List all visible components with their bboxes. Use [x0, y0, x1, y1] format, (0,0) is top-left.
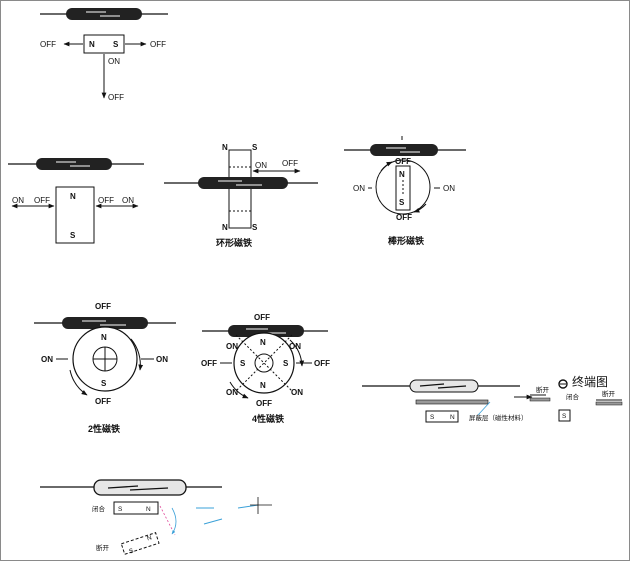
four-on-left: ON	[226, 342, 238, 351]
bar-magnet-figure: N S OFF OFF ON ON 棒形磁铁	[344, 136, 466, 246]
off-right: OFF	[98, 196, 114, 205]
four-off-top: OFF	[254, 313, 270, 322]
four-off-bottom: OFF	[256, 399, 272, 408]
bottom-open: 断开	[96, 543, 110, 552]
on-right: ON	[122, 196, 134, 205]
two-caption: 2性磁铁	[88, 423, 120, 434]
off-left: OFF	[34, 196, 50, 205]
magnet-s: S	[70, 231, 76, 240]
two-pole-magnet-figure: OFF N S ON ON OFF 2性磁铁	[34, 302, 176, 434]
bottom-n: N	[146, 506, 151, 513]
bottom-magnet	[113, 501, 159, 515]
bottom-close: 闭合	[92, 504, 106, 513]
four-on-bottom-right: ON	[291, 388, 303, 397]
bar-on-right: ON	[443, 184, 455, 193]
reed-switch	[8, 158, 144, 170]
four-off-right: OFF	[314, 359, 330, 368]
bar-s: S	[399, 198, 405, 207]
shield-close: 闭合	[566, 392, 580, 401]
ring-s-top: S	[252, 143, 258, 152]
shield-layer-label: 屏蔽层（磁性材料）	[469, 413, 528, 422]
shield-title: 终端图	[572, 374, 608, 389]
four-n-bottom: N	[260, 381, 266, 390]
four-n-top: N	[260, 338, 266, 347]
off-left: OFF	[40, 40, 56, 49]
two-off-top: OFF	[95, 302, 111, 311]
reed-switch	[344, 136, 466, 156]
four-s-left: S	[240, 359, 246, 368]
magnet-s: S	[113, 40, 119, 49]
four-off-left: OFF	[201, 359, 217, 368]
reed-switch	[40, 8, 168, 20]
reed-switch	[164, 177, 318, 189]
four-pole-magnet-figure: OFF N N S S OFF OFF ON ON ON ON OFF 4性磁铁	[201, 313, 330, 424]
bar-off-bottom: OFF	[396, 213, 412, 222]
shield-small-box	[558, 409, 571, 422]
two-off-bottom: OFF	[95, 397, 111, 406]
bar-on-left: ON	[353, 184, 365, 193]
reed-switch	[34, 317, 176, 329]
magnet	[83, 34, 125, 54]
fig1-parallel-magnet: N S OFF OFF ON OFF	[40, 8, 168, 102]
rotation-circle	[375, 159, 431, 215]
magnet	[55, 186, 95, 244]
magnet-n: N	[70, 192, 76, 201]
on-label: ON	[108, 57, 120, 66]
shield-open2: 断开	[602, 389, 616, 398]
shield-n: N	[450, 414, 455, 421]
ring-caption: 环形磁铁	[216, 237, 252, 248]
reed-switch	[362, 379, 520, 393]
four-on-bottom-left: ON	[226, 388, 238, 397]
bottom-magnet-moved	[120, 532, 160, 555]
shield-figure: S N 屏蔽层（磁性材料） 断开 终端图 闭合 S 断开	[362, 374, 623, 423]
ring-n-bottom: N	[222, 223, 228, 232]
fig2-perpendicular-magnet: N S ON OFF OFF ON	[8, 158, 144, 244]
two-s: S	[101, 379, 107, 388]
magnet-n: N	[89, 40, 95, 49]
shield-open: 断开	[536, 385, 550, 394]
off-right: OFF	[150, 40, 166, 49]
four-caption: 4性磁铁	[252, 413, 284, 424]
reed-switch	[40, 479, 222, 496]
shield-magnet	[425, 410, 459, 423]
shield-s: S	[430, 414, 435, 421]
ring-off: OFF	[282, 159, 298, 168]
bar-caption: 棒形磁铁	[388, 235, 424, 246]
two-n: N	[101, 333, 107, 342]
bar-off-top: OFF	[395, 157, 411, 166]
ring-n-top: N	[222, 143, 228, 152]
ring-s-bottom: S	[252, 223, 258, 232]
bar-n: N	[399, 170, 405, 179]
on-left: ON	[12, 196, 24, 205]
shield-box-s: S	[562, 413, 567, 420]
ring-on: ON	[255, 161, 267, 170]
ring-magnet-figure: N S N S ON OFF 环形磁铁	[164, 143, 318, 248]
four-s-right: S	[283, 359, 289, 368]
bottom-reed-figure: 闭合 S N S N 断开	[40, 479, 272, 556]
bottom-s2: S	[128, 547, 135, 555]
shield-layer	[415, 399, 489, 405]
off-bottom: OFF	[108, 93, 124, 102]
two-on-right: ON	[156, 355, 168, 364]
bottom-s: S	[118, 506, 123, 513]
two-on-left: ON	[41, 355, 53, 364]
bottom-n2: N	[146, 534, 153, 542]
